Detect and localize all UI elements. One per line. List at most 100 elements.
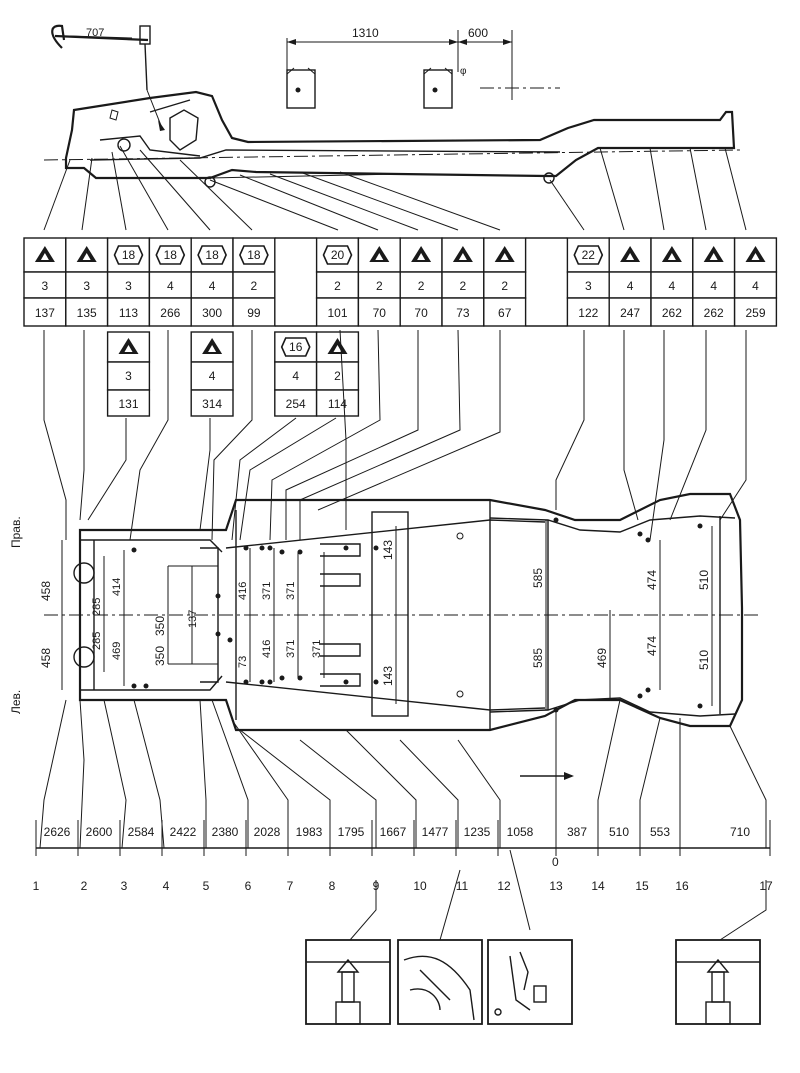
upper-col-2-count: 3 [83,279,90,293]
detail-inset-bolt-2 [675,939,761,1025]
upper-col-6-count: 2 [251,279,258,293]
upper-col-8-tool-number: 20 [331,248,345,262]
upper-col-9-count: 2 [376,279,383,293]
upper-col-16-value: 262 [662,306,682,320]
upper-col-11-count: 2 [460,279,467,293]
lower-col-3-value: 254 [286,397,306,411]
dim-371-a: 371 [261,582,273,600]
upper-col-8-count: 2 [334,279,341,293]
lower-col-3-tool-badge [280,337,311,357]
dim-350-upper: 350 [153,616,167,636]
dim-474-upper: 474 [645,570,659,590]
detail-inset-bolt-1 [305,939,391,1025]
dim-285-left: 285 [91,632,103,650]
point-number-15: 15 [635,879,649,893]
dim-371-b: 371 [285,582,297,600]
scale-dimension-3: 2584 [128,825,155,839]
lower-col-3-count: 4 [292,369,299,383]
lower-col-2-value: 314 [202,397,222,411]
scale-dimension-9: 1667 [380,825,407,839]
upper-col-5-value: 300 [202,306,222,320]
dim-474-lower: 474 [645,636,659,656]
point-number-7: 7 [287,879,294,893]
dim-510-lower: 510 [697,650,711,670]
upper-col-8-tool-badge [322,245,353,265]
upper-col-14-value: 122 [578,306,598,320]
point-number-12: 12 [497,879,511,893]
upper-col-4-tool-number: 18 [164,248,178,262]
scale-dimension-8: 1795 [338,825,365,839]
point-number-5: 5 [203,879,210,893]
upper-col-10-count: 2 [418,279,425,293]
side-view-leaders [43,145,747,231]
svg-text:φ: φ [460,66,467,77]
dim-285-right: 285 [91,598,103,616]
upper-col-4-tool-badge [155,245,186,265]
upper-col-3-tool-number: 18 [122,248,136,262]
lower-col-4-value: 114 [328,397,347,411]
upper-col-17-count: 4 [710,279,717,293]
upper-col-3-tool-badge [113,245,144,265]
dim-371-d: 371 [311,640,323,658]
upper-col-18-value: 259 [745,306,765,320]
upper-col-5-tool-badge [197,245,227,265]
point-number-8: 8 [329,879,336,893]
upper-col-14-count: 3 [585,279,592,293]
zero-datum-label: 0 [552,855,559,869]
dim-458-left: 458 [39,648,53,668]
upper-col-11-value: 73 [456,306,470,320]
scale-dimension-1: 2626 [44,825,71,839]
upper-col-16-count: 4 [669,279,676,293]
upper-col-18-count: 4 [752,279,759,293]
upper-col-1-count: 3 [42,279,49,293]
label-right-side: Прав. [9,516,23,548]
point-number-3: 3 [121,879,128,893]
dim-416-lower: 416 [261,640,273,658]
upper-col-14-tool-number: 22 [582,248,596,262]
scale-dimension-5: 2380 [212,825,239,839]
lower-col-3-tool-number: 16 [289,340,303,354]
scale-dimension-15: 553 [650,825,670,839]
dim-371-c: 371 [285,640,297,658]
frame-plan-view: 458 458 285 285 414 469 350 350 137 416 … [9,492,760,780]
upper-col-8-value: 101 [327,306,347,320]
dim-585-lower: 585 [531,648,545,668]
scale-dimension-16: 710 [730,825,750,839]
upper-col-12-count: 2 [501,279,508,293]
upper-col-15-count: 4 [627,279,634,293]
dimension-600: 600 [468,26,488,40]
scale-dimension-10: 1477 [422,825,449,839]
lower-col-4-count: 2 [334,369,341,383]
upper-col-6-tool-badge [239,245,269,265]
dim-137: 137 [187,610,199,628]
scale-dimension-13: 387 [567,825,587,839]
point-number-14: 14 [591,879,605,893]
point-number-6: 6 [245,879,252,893]
dim-416-upper: 416 [237,582,249,600]
dim-73: 73 [237,656,249,668]
tool-dimension-label: 707 [86,27,104,39]
frame-side-view [43,90,741,188]
dim-469-rear: 469 [111,642,123,660]
point-number-11: 11 [456,879,469,893]
detail-views [305,849,767,1025]
point-number-13: 13 [549,879,563,893]
lower-col-1-value: 131 [118,397,138,411]
lower-col-2-count: 4 [209,369,216,383]
top-dimensions: 1310 600 φ [286,26,560,109]
upper-col-17-value: 262 [704,306,724,320]
point-number-2: 2 [81,879,88,893]
upper-col-3-count: 3 [125,279,132,293]
dim-585-upper: 585 [531,568,545,588]
dim-350-lower: 350 [153,646,167,666]
scale-dimension-11: 1235 [464,825,491,839]
upper-col-14-tool-badge [573,245,604,265]
dimension-1310: 1310 [352,26,379,40]
dim-143-upper: 143 [381,540,395,560]
label-left-side: Лев. [9,690,23,714]
table-to-plan-leaders [43,329,747,541]
